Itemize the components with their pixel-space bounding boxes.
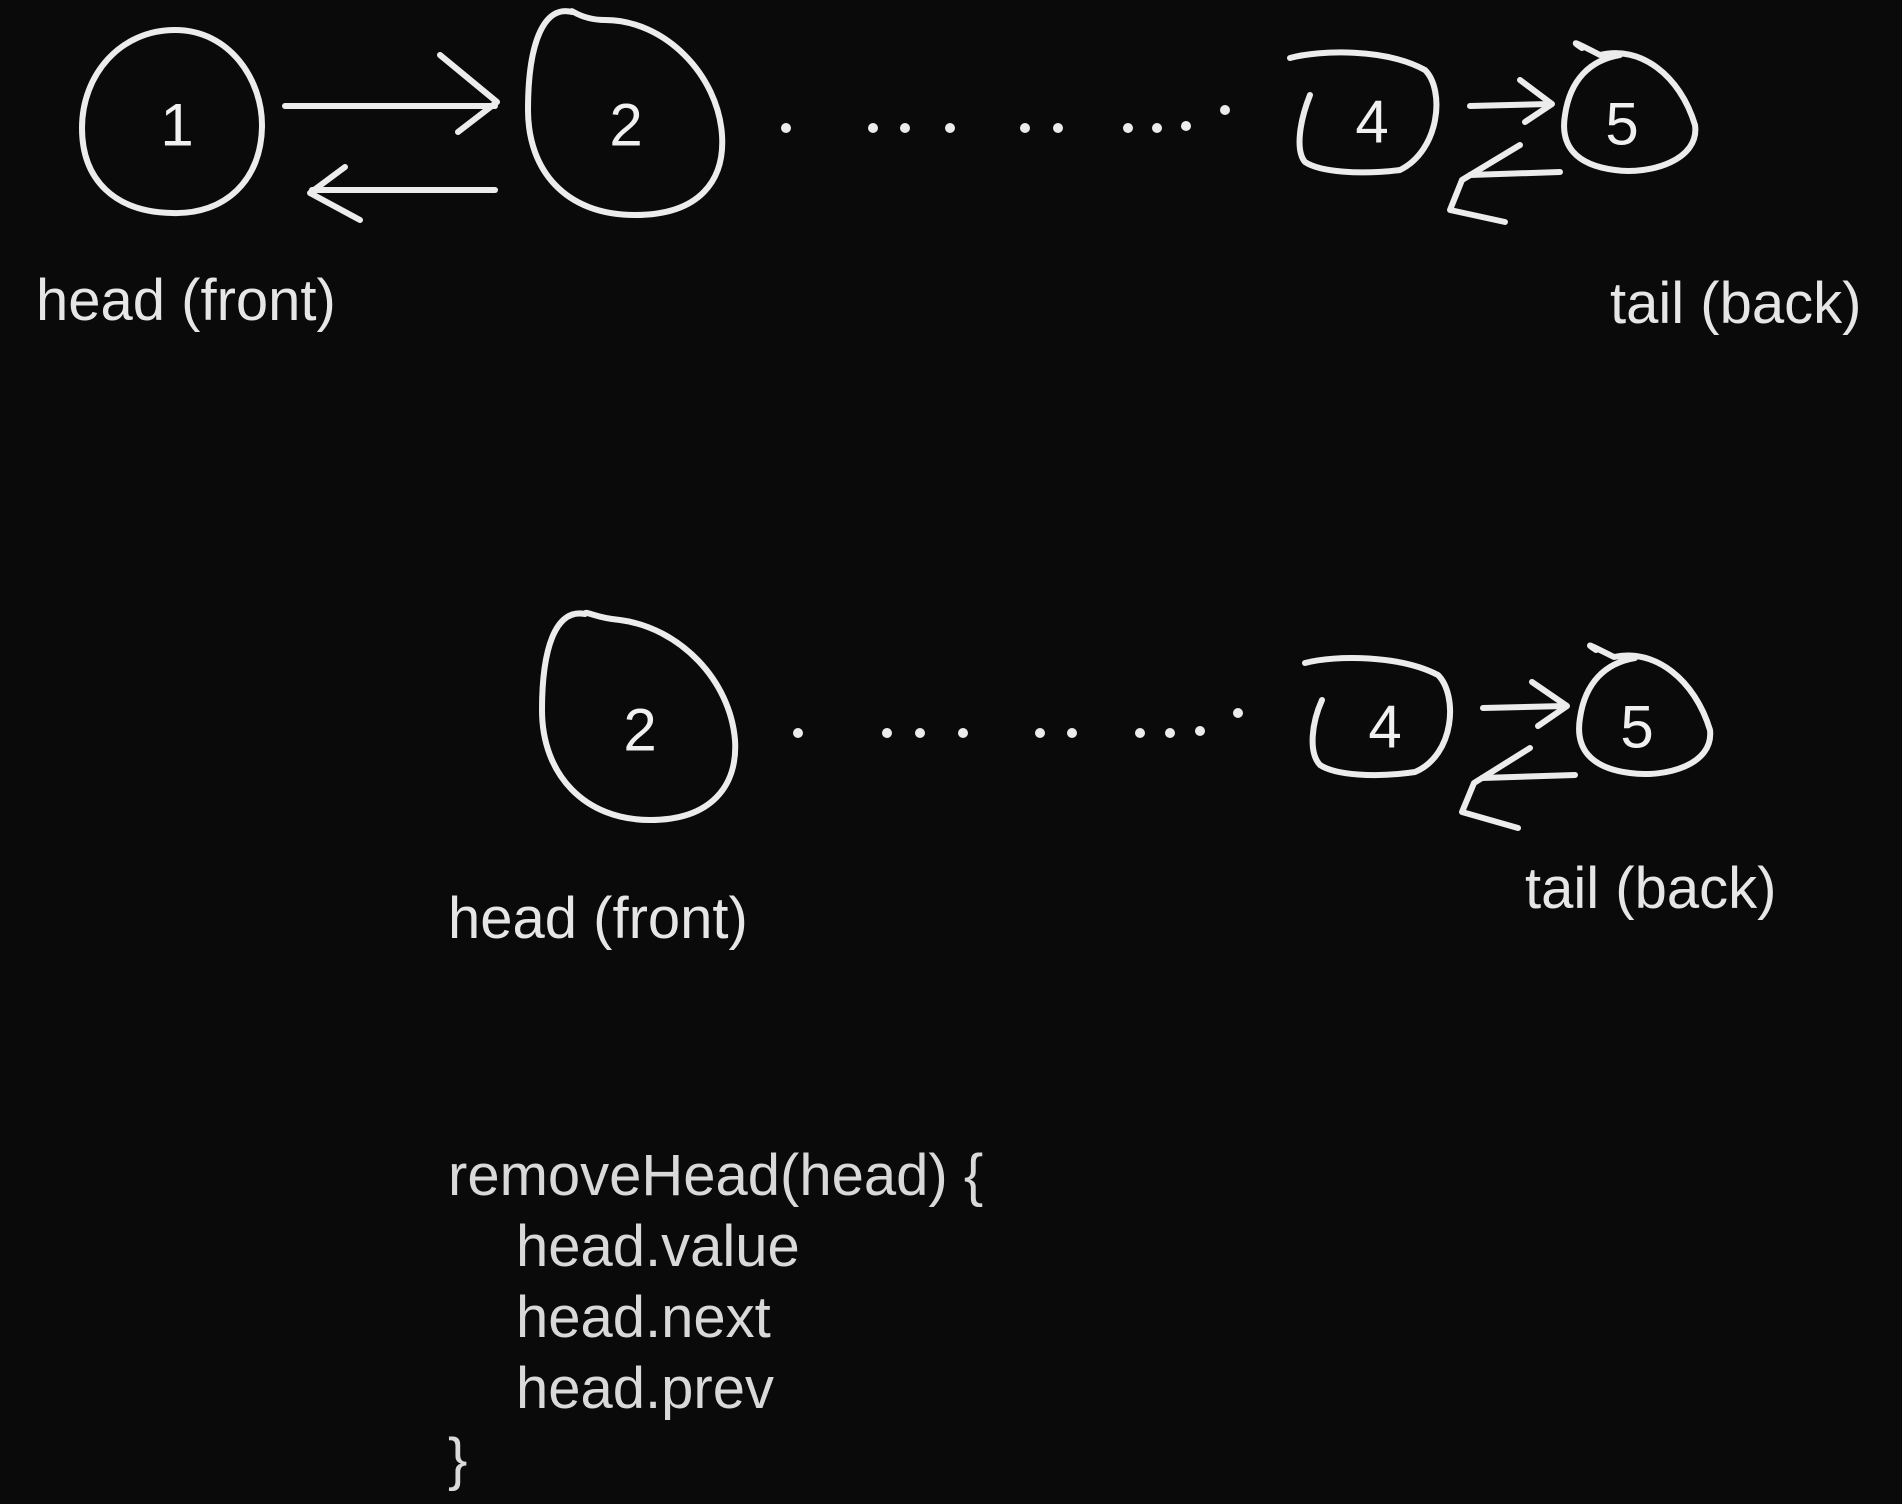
top-ellipsis	[781, 105, 1230, 133]
bottom-node-4-value: 4	[1368, 694, 1401, 761]
top-node-4-circle	[1287, 49, 1440, 176]
code-line-head-prev: head.prev	[516, 1356, 774, 1421]
top-node-5-circle	[1561, 40, 1699, 174]
top-head-label: head (front)	[36, 268, 336, 333]
bottom-node-5-circle	[1576, 642, 1714, 777]
top-next-arrow-1-2	[282, 52, 500, 135]
top-node-1-value: 1	[160, 92, 193, 159]
top-node-4-value: 4	[1355, 89, 1388, 156]
code-line-close-brace: }	[448, 1427, 468, 1492]
bottom-node-2-value: 2	[623, 697, 656, 764]
top-node-5: 5	[1561, 40, 1699, 174]
top-linked-list: 1 2	[79, 8, 1699, 225]
top-prev-arrow-5-4	[1447, 142, 1563, 225]
code-line-head-value: head.value	[516, 1214, 800, 1279]
bottom-next-arrow-4-5	[1480, 679, 1570, 729]
bottom-linked-list: 2 4	[539, 609, 1714, 831]
bottom-ellipsis	[793, 708, 1243, 738]
top-node-1: 1	[79, 27, 265, 217]
top-node-2: 2	[525, 8, 726, 218]
bottom-prev-arrow-5-4	[1459, 745, 1578, 831]
bottom-head-label: head (front)	[448, 886, 748, 951]
bottom-node-5-value: 5	[1620, 694, 1653, 761]
top-node-2-value: 2	[609, 92, 642, 159]
code-block: removeHead(head) { head.value head.next …	[448, 1140, 983, 1495]
top-node-2-circle	[525, 8, 726, 218]
top-node-4: 4	[1287, 49, 1440, 176]
top-next-arrow-4-5	[1467, 77, 1555, 125]
top-node-5-value: 5	[1605, 91, 1638, 158]
code-line-signature: removeHead(head) {	[448, 1143, 984, 1208]
bottom-node-2: 2	[539, 609, 739, 823]
bottom-node-5: 5	[1576, 642, 1714, 777]
top-tail-label: tail (back)	[1610, 271, 1862, 336]
bottom-tail-label: tail (back)	[1525, 856, 1777, 921]
bottom-node-2-circle	[539, 609, 739, 823]
top-node-1-circle	[79, 27, 265, 217]
bottom-node-4-circle	[1302, 655, 1454, 779]
bottom-node-4: 4	[1302, 655, 1454, 779]
code-line-head-next: head.next	[516, 1285, 771, 1350]
top-prev-arrow-2-1	[307, 164, 498, 223]
